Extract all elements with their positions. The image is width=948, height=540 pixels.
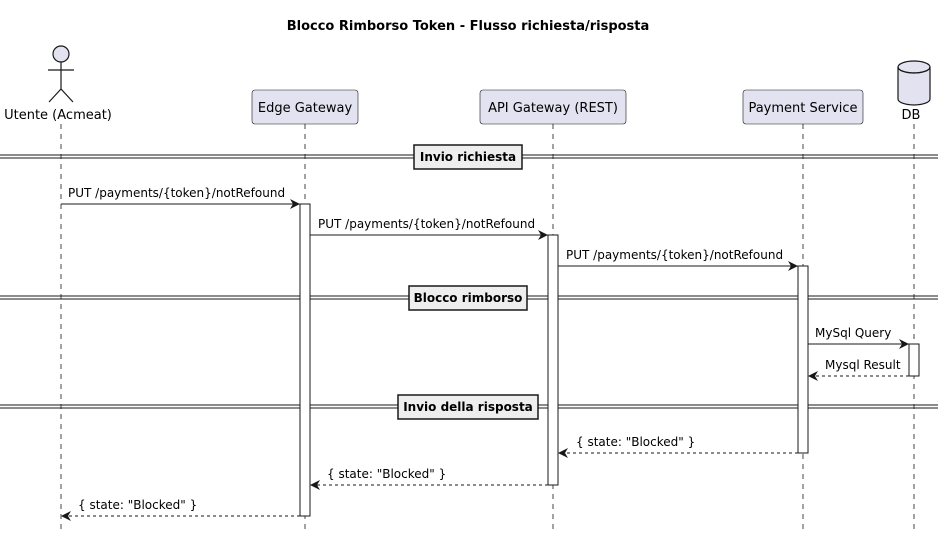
section-divider: Invio richiesta xyxy=(0,144,938,170)
participant-user: Utente (Acmeat) xyxy=(4,45,112,123)
participant-box xyxy=(479,89,627,125)
message-edge-to-user: { state: "Blocked" } xyxy=(61,498,300,521)
activation-bar-pay xyxy=(797,265,809,454)
message-label: MySql Query xyxy=(815,326,891,340)
divider-label: Invio della risposta xyxy=(403,400,533,414)
message-label: PUT /payments/{token}/notRefound xyxy=(68,186,285,200)
section-divider: Blocco rimborso xyxy=(0,285,938,311)
message-user-to-edge: PUT /payments/{token}/notRefound xyxy=(61,186,300,209)
participants: Utente (Acmeat) Edge Gateway API Gateway (… xyxy=(4,45,931,125)
activation-bars xyxy=(299,203,920,517)
participant-pay: Payment Service xyxy=(742,89,864,125)
message-pay-to-api: { state: "Blocked" } xyxy=(558,435,798,458)
database-icon xyxy=(897,60,931,106)
participant-db: DB xyxy=(897,60,931,123)
message-api-to-edge: { state: "Blocked" } xyxy=(310,467,548,490)
participant-label: Payment Service xyxy=(748,101,857,116)
divider-label: Invio richiesta xyxy=(420,150,516,164)
participant-api: API Gateway (REST) xyxy=(479,89,627,125)
activation-bar-api xyxy=(547,234,559,486)
participant-label: API Gateway (REST) xyxy=(488,101,618,116)
participant-edge: Edge Gateway xyxy=(251,89,359,125)
divider-box xyxy=(397,394,539,420)
divider-box xyxy=(413,144,523,170)
participant-label: DB xyxy=(902,108,921,123)
message-label: PUT /payments/{token}/notRefound xyxy=(318,217,535,231)
message-label: Mysql Result xyxy=(825,358,901,372)
message-pay-to-db: MySql Query xyxy=(808,326,909,349)
participant-box xyxy=(251,89,359,125)
activation-bar-edge xyxy=(299,203,311,517)
message-label: { state: "Blocked" } xyxy=(78,498,197,512)
message-edge-to-api: PUT /payments/{token}/notRefound xyxy=(310,217,548,240)
message-label: { state: "Blocked" } xyxy=(327,467,446,481)
message-db-to-pay: Mysql Result xyxy=(808,358,909,381)
message-api-to-pay: PUT /payments/{token}/notRefound xyxy=(558,248,798,271)
divider-label: Blocco rimborso xyxy=(414,291,523,305)
participant-label: Utente (Acmeat) xyxy=(4,108,112,123)
activation-bar-db xyxy=(908,343,920,377)
participant-label: Edge Gateway xyxy=(258,101,353,116)
divider-box xyxy=(408,285,528,311)
message-label: PUT /payments/{token}/notRefound xyxy=(566,248,783,262)
diagram-title: Blocco Rimborso Token - Flusso richiesta… xyxy=(287,19,650,34)
participant-box xyxy=(742,89,864,125)
actor-icon xyxy=(48,45,74,103)
section-divider: Invio della risposta xyxy=(0,394,938,420)
message-label: { state: "Blocked" } xyxy=(576,435,695,449)
